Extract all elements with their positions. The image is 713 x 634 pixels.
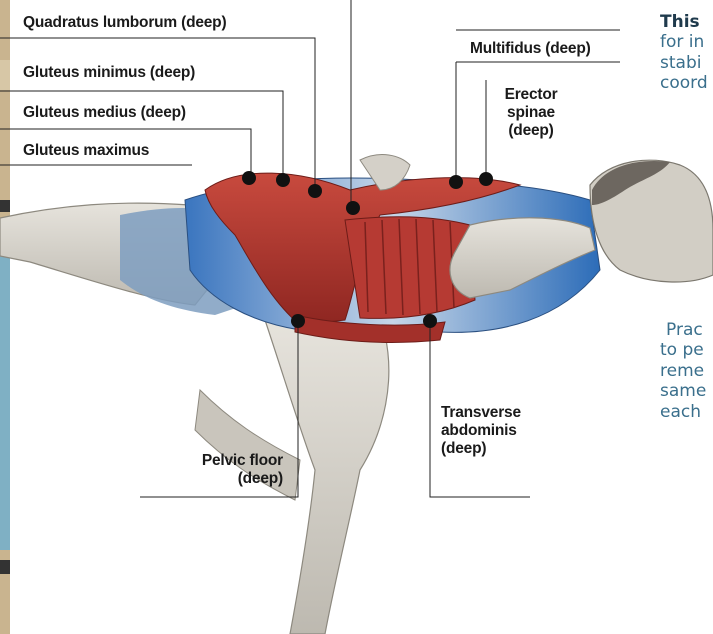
label-transverse-abdominis: Transverse abdominis (deep): [441, 404, 521, 457]
side-text-line7: reme: [660, 361, 706, 381]
side-text-line5: Prac: [660, 320, 706, 340]
marker-gluteus-minimus: [308, 184, 322, 198]
label-erector-spinae-line2: spinae: [495, 104, 567, 122]
label-gluteus-medius: Gluteus medius (deep): [23, 104, 186, 122]
label-pelvic-floor: Pelvic floor (deep): [150, 452, 283, 488]
side-text-line6: to pe: [660, 340, 706, 360]
label-pelvic-floor-line2: (deep): [150, 470, 283, 488]
marker-erector-spinae: [479, 172, 493, 186]
side-text-bold: This: [660, 12, 700, 32]
side-text-top: This for in stabi coord: [660, 12, 708, 94]
label-erector-spinae-line1: Erector: [495, 86, 567, 104]
marker-quadratus-lumborum: [346, 201, 360, 215]
label-multifidus: Multifidus (deep): [470, 40, 591, 58]
side-text-line2: for in: [660, 32, 708, 52]
label-pelvic-floor-line1: Pelvic floor: [150, 452, 283, 470]
label-transverse-line1: Transverse: [441, 404, 521, 422]
marker-gluteus-medius: [276, 173, 290, 187]
label-gluteus-maximus: Gluteus maximus: [23, 142, 149, 160]
marker-transverse-abdominis: [423, 314, 437, 328]
side-text-line9: each: [660, 402, 706, 422]
label-erector-spinae-line3: (deep): [495, 122, 567, 140]
label-gluteus-minimus: Gluteus minimus (deep): [23, 64, 195, 82]
side-text-line3: stabi: [660, 53, 708, 73]
label-quadratus-lumborum: Quadratus lumborum (deep): [23, 14, 226, 32]
marker-pelvic-floor: [291, 314, 305, 328]
side-text-line8: same: [660, 381, 706, 401]
marker-gluteus-maximus: [242, 171, 256, 185]
page-edge-strip: [0, 0, 10, 634]
side-text-line4: coord: [660, 73, 708, 93]
side-text-bottom: Prac to pe reme same each: [660, 320, 706, 422]
label-erector-spinae: Erector spinae (deep): [495, 86, 567, 139]
label-transverse-line2: abdominis: [441, 422, 521, 440]
label-transverse-line3: (deep): [441, 440, 521, 458]
marker-multifidus: [449, 175, 463, 189]
